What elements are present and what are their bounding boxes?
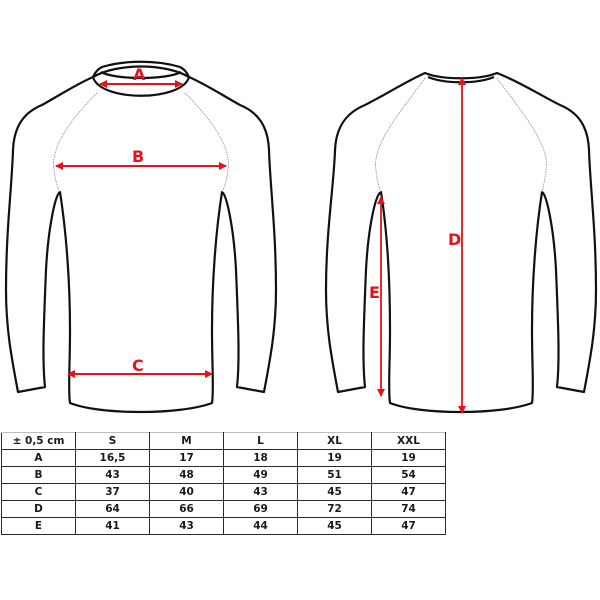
back-measurements	[377, 77, 466, 414]
header-tolerance: ± 0,5 cm	[1, 432, 76, 450]
table-row: C 37 40 43 45 47	[1, 483, 446, 501]
label-b: B	[132, 147, 144, 166]
cell: 43	[223, 483, 298, 501]
cell: 51	[297, 466, 372, 484]
table-header-row: ± 0,5 cm S M L XL XXL	[1, 432, 446, 450]
header-size-l: L	[223, 432, 298, 450]
cell: 43	[75, 466, 150, 484]
cell: 48	[149, 466, 224, 484]
cell: 72	[297, 500, 372, 518]
label-e: E	[369, 283, 380, 302]
header-size-xxl: XXL	[371, 432, 446, 450]
label-c: C	[132, 356, 144, 375]
header-size-xl: XL	[297, 432, 372, 450]
front-seams	[53, 92, 229, 193]
table-row: D 64 66 69 72 74	[1, 500, 446, 518]
cell: 45	[297, 483, 372, 501]
table-row: B 43 48 49 51 54	[1, 466, 446, 484]
cell: 49	[223, 466, 298, 484]
cell: 18	[223, 449, 298, 467]
row-label: D	[1, 500, 76, 518]
cell: 37	[75, 483, 150, 501]
cell: 44	[223, 517, 298, 535]
row-label: C	[1, 483, 76, 501]
cell: 17	[149, 449, 224, 467]
front-shirt	[4, 60, 278, 414]
cell: 54	[371, 466, 446, 484]
row-label: B	[1, 466, 76, 484]
header-size-m: M	[149, 432, 224, 450]
header-size-s: S	[75, 432, 150, 450]
cell: 19	[297, 449, 372, 467]
cell: 64	[75, 500, 150, 518]
row-label: A	[1, 449, 76, 467]
cell: 69	[223, 500, 298, 518]
size-table: ± 0,5 cm S M L XL XXL A 16,5 17 18 19 19…	[1, 432, 446, 535]
cell: 74	[371, 500, 446, 518]
label-d: D	[448, 230, 461, 249]
cell: 40	[149, 483, 224, 501]
shirt-diagrams: A B C D E	[4, 60, 598, 414]
front-measurements	[55, 80, 227, 378]
cell: 66	[149, 500, 224, 518]
label-a: A	[133, 65, 146, 84]
cell: 47	[371, 483, 446, 501]
cell: 41	[75, 517, 150, 535]
back-seams	[375, 77, 547, 193]
cell: 45	[297, 517, 372, 535]
cell: 47	[371, 517, 446, 535]
cell: 43	[149, 517, 224, 535]
row-label: E	[1, 517, 76, 535]
table-row: A 16,5 17 18 19 19	[1, 449, 446, 467]
size-diagram: A B C D E	[4, 60, 598, 414]
cell: 16,5	[75, 449, 150, 467]
cell: 19	[371, 449, 446, 467]
table-row: E 41 43 44 45 47	[1, 517, 446, 535]
